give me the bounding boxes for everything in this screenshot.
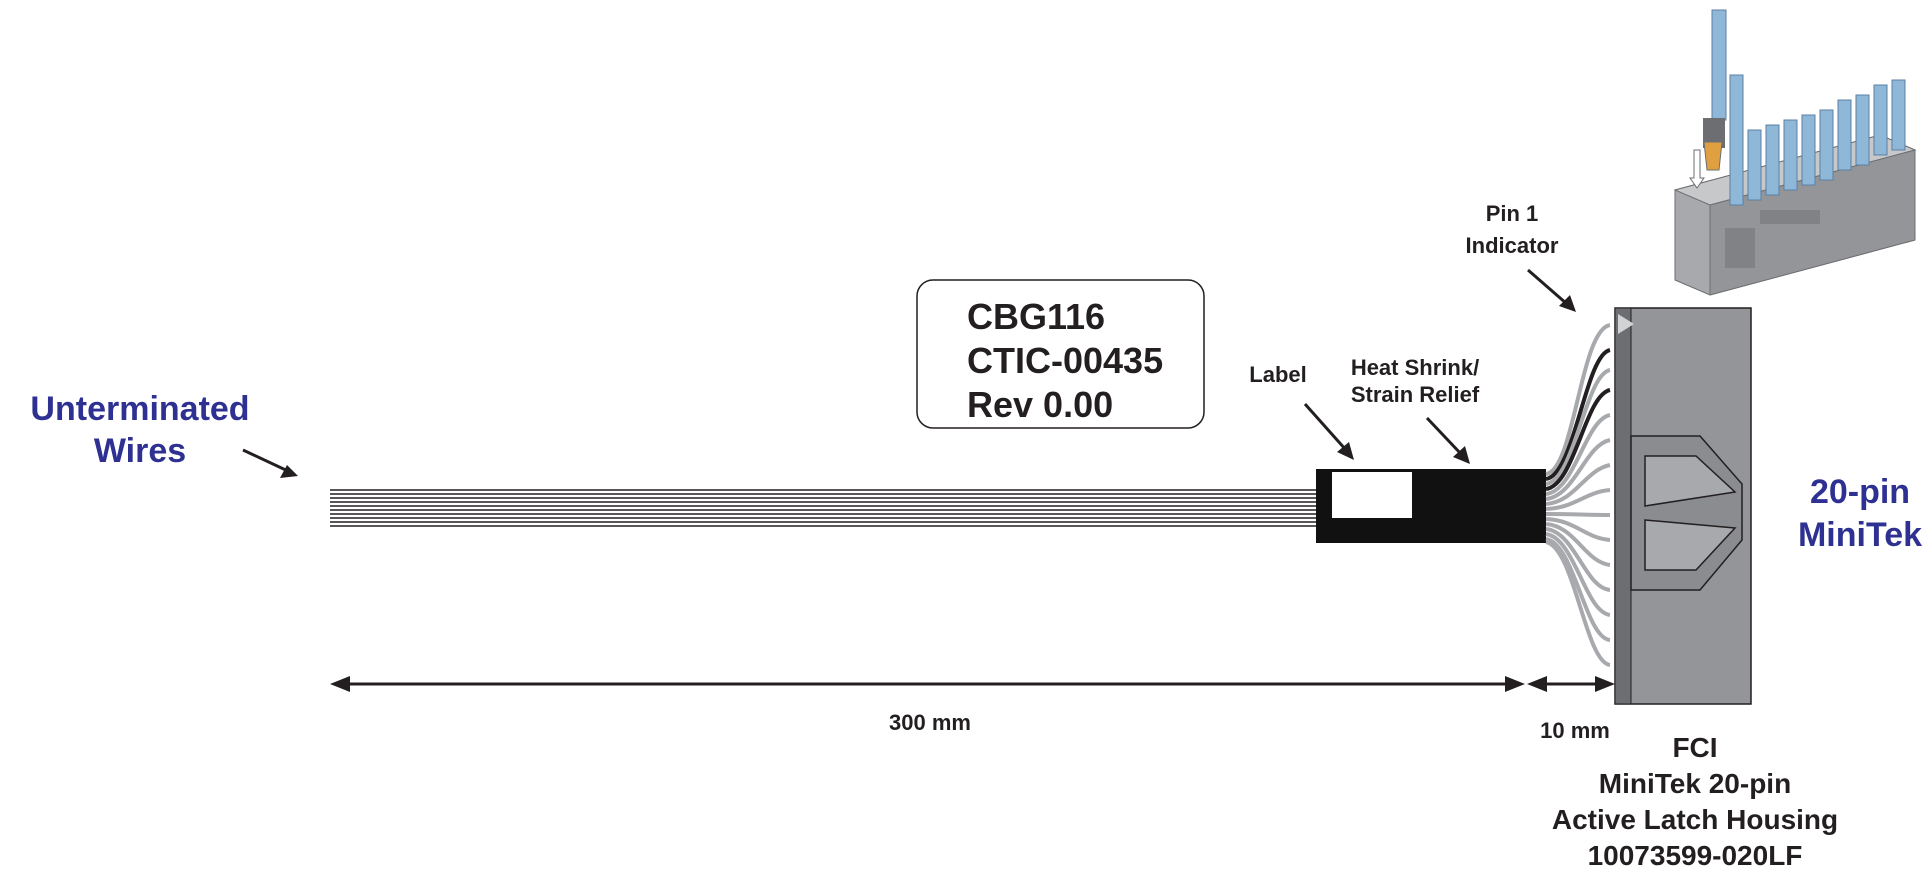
connector-3d-illustration — [1673, 9, 1917, 296]
unterminated-wires-title-line1: Unterminated — [30, 390, 249, 428]
part-label-box — [916, 279, 1205, 429]
connector-spec-line3: Active Latch Housing — [1552, 804, 1838, 835]
cable-label-patch — [1332, 472, 1412, 518]
connector-spec-line2: MiniTek 20-pin — [1599, 768, 1791, 799]
unterminated-wires-title-line2: Wires — [94, 432, 186, 470]
heat-shrink-callout-line2: Strain Relief — [1351, 382, 1480, 407]
heat-shrink-callout-arrow — [1425, 416, 1470, 464]
connector-title-line1: 20-pin — [1810, 473, 1910, 511]
label-callout-text: Label — [1249, 362, 1306, 387]
part-label-line2: CTIC-00435 — [967, 340, 1163, 381]
label-callout-arrow — [1303, 403, 1354, 460]
breakout-wires — [1545, 323, 1611, 667]
dimension-300mm-label: 300 mm — [889, 710, 971, 735]
connector-front-face — [1614, 307, 1632, 705]
pin1-callout-arrow — [1527, 268, 1576, 312]
unterminated-wires-arrow — [242, 448, 298, 478]
dimension-10mm — [1527, 676, 1615, 692]
heat-shrink-callout-line1: Heat Shrink/ — [1351, 355, 1479, 380]
pin1-triangle-icon — [1618, 314, 1634, 334]
connector-spec-line1: FCI — [1672, 732, 1717, 763]
dimension-10mm-label: 10 mm — [1540, 718, 1610, 743]
dimension-300mm — [330, 676, 1525, 692]
connector-title-line2: MiniTek — [1798, 516, 1922, 554]
wire-bundle — [330, 489, 1320, 527]
part-label-line1: CBG116 — [967, 296, 1105, 337]
pin1-callout-line1: Pin 1 — [1486, 201, 1539, 226]
pin1-callout-line2: Indicator — [1466, 233, 1559, 258]
connector-spec-line4: 10073599-020LF — [1588, 840, 1803, 871]
active-latch — [1630, 435, 1743, 591]
part-label-line3: Rev 0.00 — [967, 384, 1113, 425]
